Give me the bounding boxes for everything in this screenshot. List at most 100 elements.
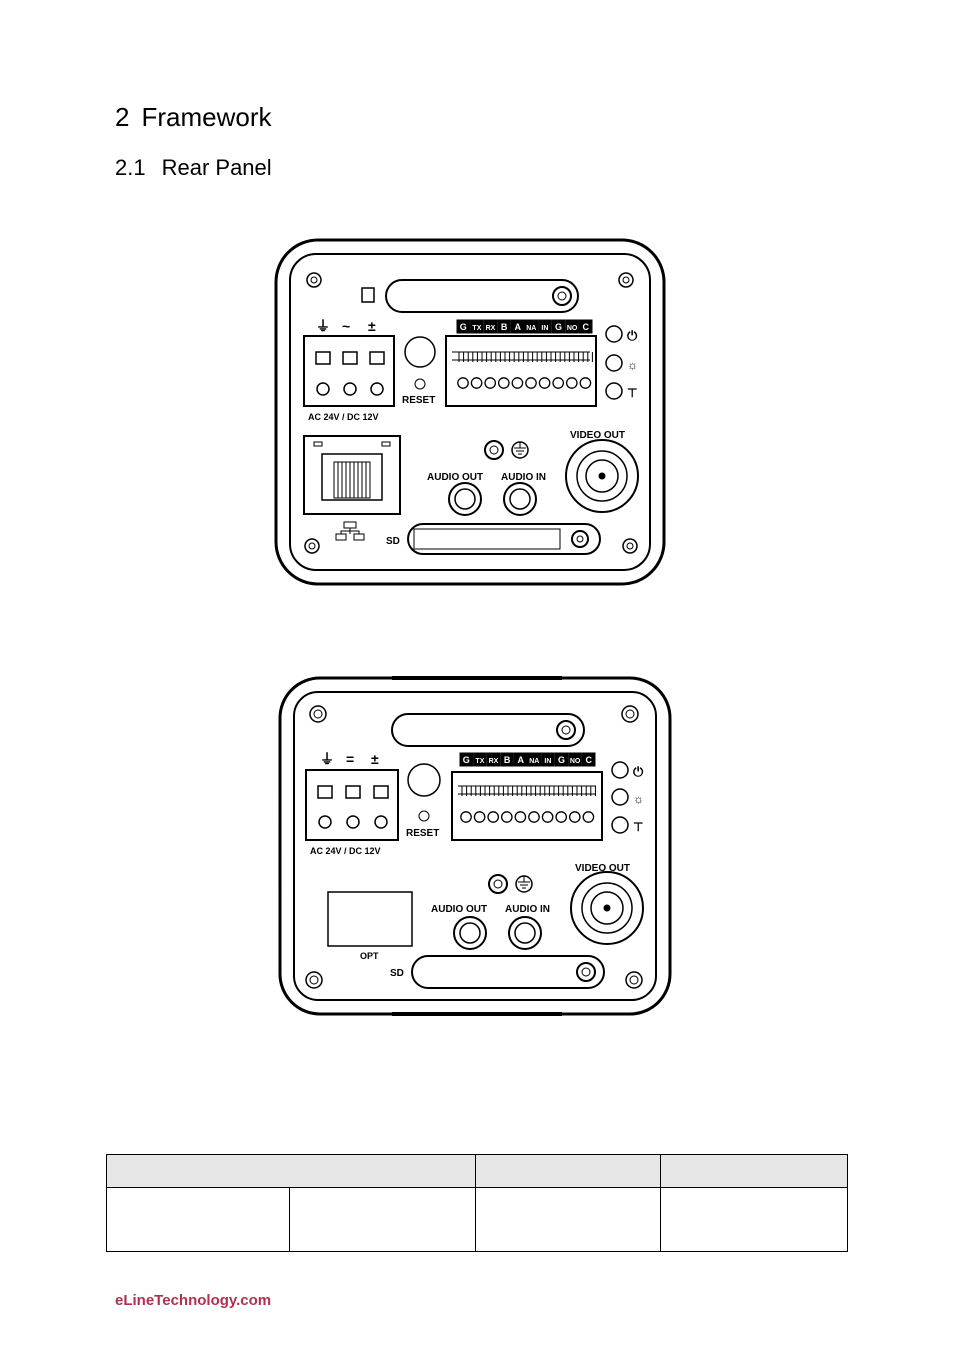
table-header-cell — [660, 1154, 848, 1188]
terminal-label-box — [578, 319, 593, 334]
svg-text:~: ~ — [342, 318, 350, 334]
terminal-label: RX — [486, 325, 496, 332]
terminal-label: TX — [475, 758, 484, 765]
svg-text:☼: ☼ — [633, 792, 644, 806]
terminal-screw-hole — [568, 811, 581, 823]
terminal-label: NO — [570, 758, 581, 765]
terminal-label-box — [527, 752, 542, 767]
terminal-label: B — [501, 322, 508, 332]
terminal-screw-hole — [457, 377, 469, 389]
terminal-label-box — [541, 752, 555, 767]
terminal-label-box — [497, 319, 511, 334]
terminal-screw-hole — [579, 377, 592, 389]
terminal-label-box — [500, 752, 514, 767]
terminal-screw-hole — [528, 811, 540, 823]
svg-text:⊤: ⊤ — [627, 386, 637, 400]
terminal-label: A — [517, 755, 524, 765]
section-number: 2 — [115, 102, 130, 132]
reset-label-2: RESET — [406, 828, 439, 839]
terminal-screw-hole — [555, 811, 568, 823]
terminal-label: RX — [489, 758, 499, 765]
terminal-label-box — [470, 319, 484, 334]
svg-text:☼: ☼ — [627, 358, 638, 372]
terminal-label-box — [483, 319, 498, 334]
video-out-label: VIDEO OUT — [570, 430, 625, 441]
svg-text:⏚: ⏚ — [320, 751, 334, 767]
sd-label: SD — [386, 536, 400, 547]
section-heading: 2 Framework — [115, 102, 271, 133]
subsection-heading: 2.1 Rear Panel — [115, 155, 272, 181]
table-cell — [289, 1187, 476, 1252]
svg-text:⏻: ⏻ — [633, 764, 644, 779]
section-title: Framework — [141, 102, 272, 132]
terminal-label-box — [554, 752, 569, 767]
terminal-screw-hole — [582, 811, 595, 823]
svg-text:±: ± — [368, 318, 376, 334]
opt-label: OPT — [360, 951, 379, 961]
table-cell — [106, 1187, 290, 1252]
sd-label-2: SD — [390, 968, 404, 979]
terminal-screw-hole — [497, 377, 510, 389]
terminal-screw-hole — [565, 377, 578, 389]
terminal-label: G — [558, 755, 565, 765]
terminal-label: C — [582, 322, 589, 332]
terminal-label: C — [585, 755, 592, 765]
terminal-label-box — [510, 319, 525, 334]
terminal-label: NA — [529, 758, 539, 765]
svg-text:⏻: ⏻ — [627, 328, 638, 343]
terminal-label: IN — [544, 758, 551, 765]
terminal-label: TX — [472, 325, 481, 332]
svg-text:⊤: ⊤ — [633, 820, 643, 834]
video-out-label-2: VIDEO OUT — [575, 863, 630, 874]
terminal-label-box — [473, 752, 487, 767]
terminal-label: NA — [526, 325, 536, 332]
terminal-label-box — [565, 319, 579, 334]
terminal-label-box — [551, 319, 566, 334]
terminal-label: B — [504, 755, 511, 765]
terminal-label: G — [555, 322, 562, 332]
reset-label: RESET — [402, 395, 435, 406]
terminal-screw-hole — [500, 811, 513, 823]
footer-site-link[interactable]: eLineTechnology.com — [115, 1292, 272, 1309]
audio-in-label-2: AUDIO IN — [505, 904, 550, 915]
terminal-label: NO — [567, 325, 578, 332]
svg-text:±: ± — [371, 751, 379, 767]
terminal-label-box — [459, 752, 474, 767]
power-label: AC 24V / DC 12V — [308, 412, 379, 422]
terminal-screw-hole — [511, 377, 524, 389]
svg-text:=: = — [346, 751, 354, 767]
terminal-label: IN — [541, 325, 548, 332]
terminal-screw-hole — [514, 811, 527, 823]
power-label-2: AC 24V / DC 12V — [310, 846, 381, 856]
audio-out-label: AUDIO OUT — [427, 472, 483, 483]
terminal-label: G — [460, 322, 467, 332]
audio-out-label-2: AUDIO OUT — [431, 904, 487, 915]
terminal-screw-hole — [552, 377, 565, 389]
terminal-screw-hole — [473, 811, 486, 823]
terminal-label-box — [456, 319, 471, 334]
terminal-label-box — [486, 752, 501, 767]
terminal-screw-hole — [538, 377, 551, 389]
terminal-screw-hole — [470, 377, 483, 389]
terminal-screw-hole — [525, 377, 537, 389]
terminal-label-box — [568, 752, 582, 767]
subsection-number: 2.1 — [115, 155, 146, 180]
subsection-title: Rear Panel — [161, 155, 272, 180]
terminal-screw-hole — [487, 811, 500, 823]
table-header-cell — [475, 1154, 661, 1188]
terminal-label: G — [463, 755, 470, 765]
table-header-cell — [106, 1154, 476, 1188]
terminal-label-box — [538, 319, 552, 334]
table-cell — [475, 1187, 661, 1252]
terminal-label-box — [513, 752, 528, 767]
terminal-label-box — [524, 319, 539, 334]
terminal-label: A — [514, 322, 521, 332]
terminal-screw-hole — [541, 811, 554, 823]
terminal-screw-hole — [460, 811, 472, 823]
terminal-screw-hole — [484, 377, 497, 389]
audio-in-label: AUDIO IN — [501, 472, 546, 483]
table-cell — [660, 1187, 848, 1252]
svg-text:⏚: ⏚ — [316, 318, 330, 334]
